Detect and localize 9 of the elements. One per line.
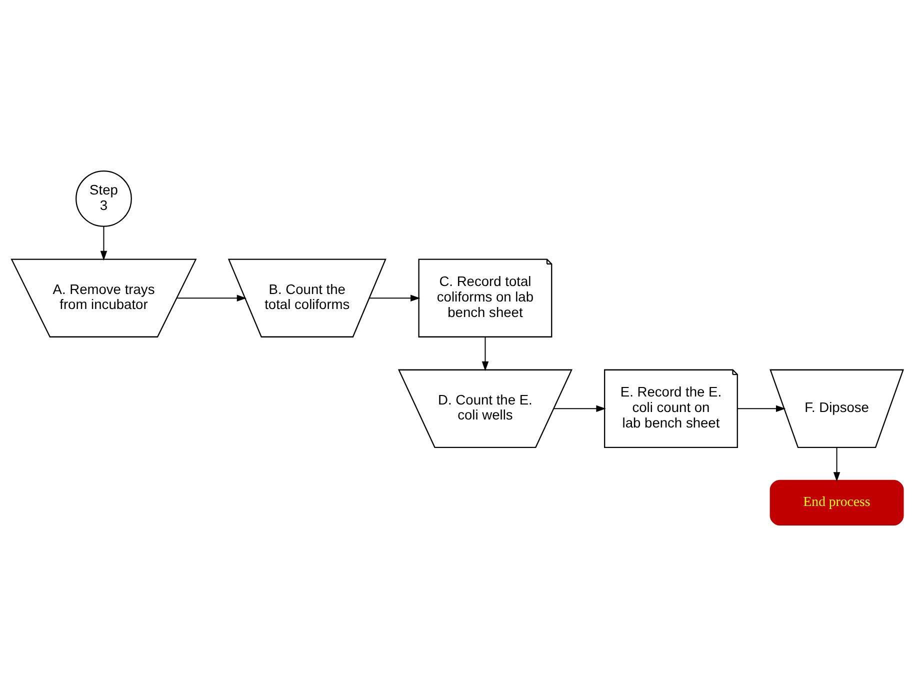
- arrow: [100, 226, 108, 261]
- node-circle: Step 3: [76, 170, 132, 227]
- node-box: End process: [770, 480, 904, 526]
- arrow: [833, 447, 840, 482]
- arrow: [482, 336, 489, 372]
- arrow: [368, 294, 420, 302]
- arrow: [737, 405, 786, 412]
- arrow: [553, 405, 606, 412]
- arrow: [176, 294, 247, 302]
